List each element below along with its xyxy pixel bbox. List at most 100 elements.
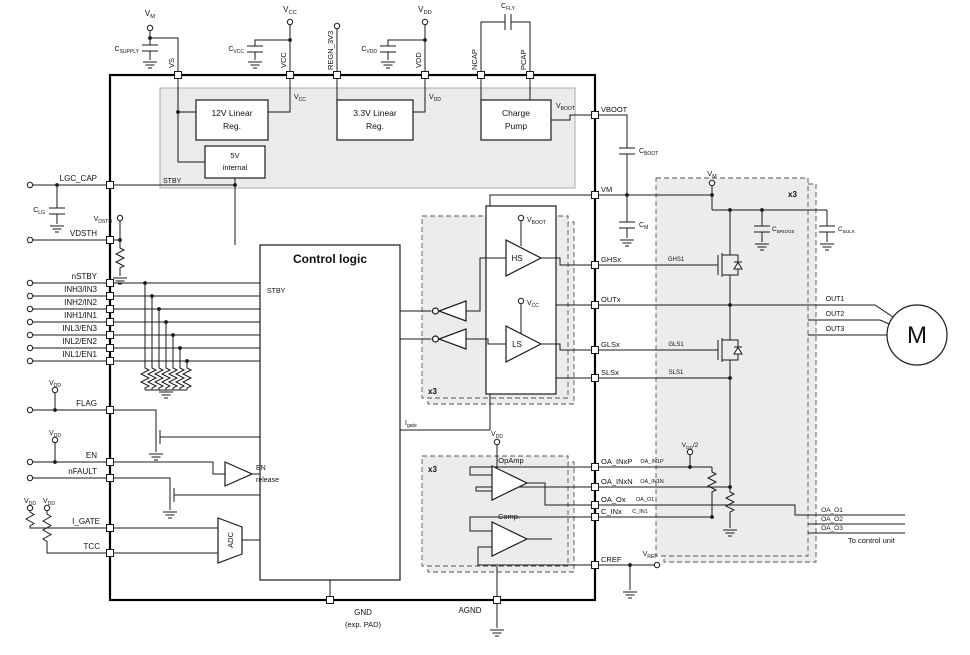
hs-driver-triangle [505,239,543,277]
regulator-3v3-title: 3.3V Linear [353,108,397,118]
c-fly-label: CFLY [501,3,516,12]
pin-label-outx: OUTx [601,295,621,304]
opamp-x3-label: x3 [428,465,437,474]
inverter-bubble-icon [431,335,440,343]
pin-label-vcc: VCC [279,52,288,68]
comparator-triangle [491,521,529,557]
sls1-net-label: SLS1 [669,370,684,376]
pin-label-ncap: NCAP [470,49,479,70]
en-release-buffer-triangle [224,461,254,487]
igate-label: Igate [405,420,417,429]
comparator-label: Comp. [498,512,520,521]
pin-label-oa-inxn: OA_INxN [601,477,633,486]
power-vm-label: VM [707,169,717,180]
internal-5v-title: 5V [230,151,239,160]
regulator-3v3-title2: Reg. [366,121,384,131]
c-bridge-label: CBRIDGE [772,226,795,234]
c-vdd-label: CVDD [361,46,377,55]
out2-label: OUT2 [826,311,845,318]
level-shifter-ls-triangle [437,328,467,350]
vdd-igate-label: VDD [24,498,36,507]
oa-o3-output-label: OA_O3 [821,525,843,532]
pin-label-vboot: VBOOT [601,105,628,114]
control-logic-block [259,244,401,581]
c-supply-label: CSUPPLY [114,46,139,55]
out3-label: OUT3 [826,326,845,333]
charge-pump-title: Charge [502,108,530,118]
terminals [26,18,716,569]
vboot-output-label: VBOOT [556,103,575,112]
ghs1-net-label: GHS1 [668,257,685,263]
power-x3-label: x3 [788,190,797,199]
vdd-half-label: VDD/2 [682,442,699,450]
pin-label-cref: CREF [601,555,622,564]
vref-label: VREF [643,551,658,560]
internal-5v-title2: internal [223,163,248,172]
c-m-label: CM [639,222,648,231]
pin-label-inl3: INL3/EN3 [62,324,97,333]
stby-signal-label: STBY [163,178,182,185]
vdd-en-pullup-label: VDD [49,430,61,439]
pin-label-agnd: AGND [458,606,481,615]
ls-driver-label: LS [512,340,522,349]
regulator-12v-block [195,99,269,141]
pin-label-ghsx: GHSx [601,255,621,264]
pin-label-inl2: INL2/EN2 [62,337,97,346]
pin-label-gnd: GND [354,608,372,617]
oa-o1-net-label: OA_O1 [636,497,654,503]
vdd-supply-label: VDD [418,5,432,16]
pin-label-inh1: INH1/IN1 [64,311,97,320]
pin-label-regn-3v3: REGN_3V3 [326,31,335,70]
pin-label-nfault: nFAULT [68,467,97,476]
charge-pump-block [480,99,552,141]
amplifier-shapes [217,239,543,564]
pin-label-slsx: SLSx [601,368,619,377]
oa-o1-output-label: OA_O1 [821,507,843,514]
pin-label-vdsth: VDSTH [70,229,97,238]
c-lg-label: CLG [33,207,45,216]
vcc-output-label: VCC [294,94,306,103]
pin-label-vdd: VDD [414,52,423,68]
pin-label-vs: VS [167,58,176,68]
oa-o2-output-label: OA_O2 [821,516,843,523]
c-vcc-label: CVCC [228,46,244,55]
pin-label-inh3: INH3/IN3 [64,285,97,294]
labels: VM CSUPPLY VCC CVCC VDD CVDD CFLY VS VCC… [24,3,927,629]
en-buffer-label: EN [256,465,266,472]
opamp-label: OpAmp [498,456,523,465]
to-control-unit-label: To control unit [848,536,896,545]
vdd-output-label: VDD [429,94,441,103]
opamp-vdd-label: VDD [491,431,503,440]
motor-symbol [886,304,948,366]
vm-supply-label: VM [145,9,155,20]
c-bulk-label: CBULK [838,226,856,234]
pin-label-inh2: INH2/IN2 [64,298,97,307]
adc-label: ADC [226,532,235,548]
en-buffer-label2: release [256,477,279,484]
regulator-12v-title: 12V Linear [211,108,252,118]
control-stby-label: STBY [267,288,286,295]
chip-pads [106,71,599,604]
driver-vcc-label: VCC [527,300,539,309]
opamp-triangle [491,465,529,501]
pin-label-c-inx: C_INx [601,507,622,516]
pin-label-i-gate: I_GATE [72,517,100,526]
pin-label-exp-pad: (exp. PAD) [345,620,382,629]
pin-label-inl1: INL1/EN1 [62,350,97,359]
vcc-supply-label: VCC [283,5,297,16]
driver-vboot-label: VBOOT [527,217,546,226]
level-shifter-hs-triangle [437,300,467,322]
pin-label-flag: FLAG [76,399,97,408]
pin-label-oa-inxp: OA_INxP [601,457,632,466]
junction-dots [53,36,764,567]
pin-label-oa-ox: OA_Ox [601,495,626,504]
vdd-flag-pullup-label: VDD [49,380,61,389]
c-in1-net-label: C_IN1 [632,509,648,515]
vdsth-ref-label: VDSTH [94,216,113,225]
pin-label-pcap: PCAP [519,50,528,70]
driver-x3-label: x3 [428,387,437,396]
oa-in1n-net-label: OA_IN1N [640,479,664,485]
pin-label-glsx: GLSx [601,340,620,349]
